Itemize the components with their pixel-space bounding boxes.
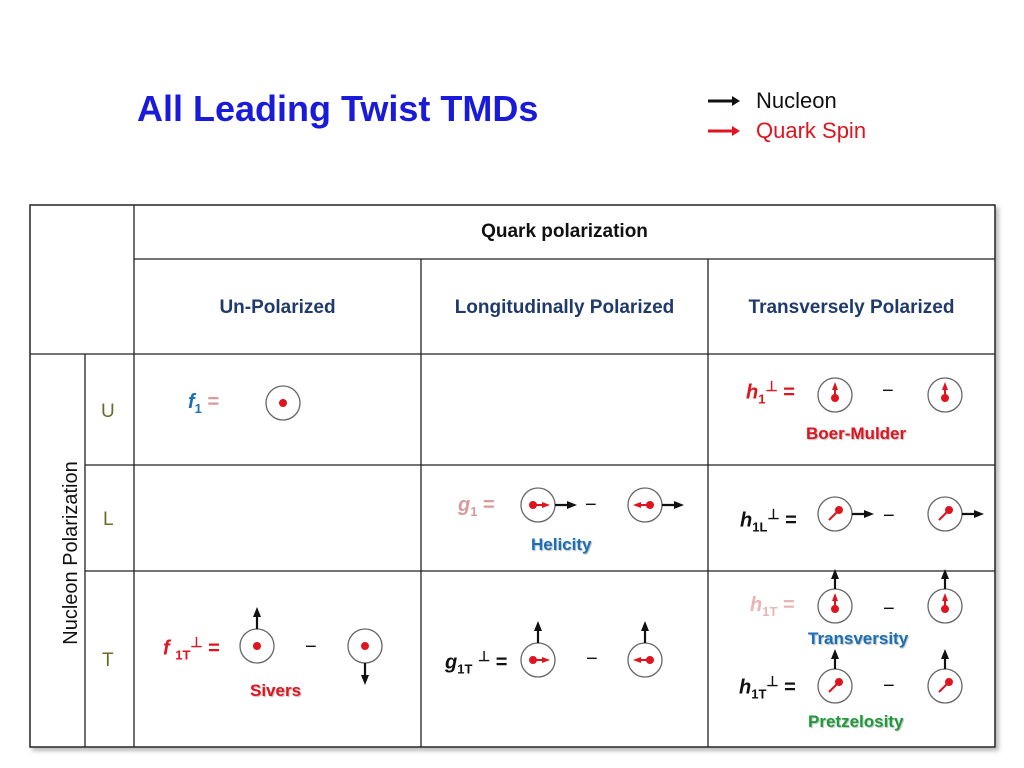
h1Lperp-formula: h1L⊥ = bbox=[740, 506, 797, 535]
quark-spin-arrow-icon bbox=[828, 681, 840, 693]
h1T-formula: h1T = bbox=[750, 594, 795, 619]
page-title: All Leading Twist TMDs bbox=[137, 88, 539, 129]
minus-sign: − bbox=[585, 494, 597, 516]
quark-dot-icon bbox=[361, 642, 369, 650]
pretzelosity-label: Pretzelosity bbox=[808, 712, 904, 731]
col-header-unpolarized: Un-Polarized bbox=[219, 297, 336, 318]
legend-quark-spin-label: Quark Spin bbox=[756, 118, 867, 143]
minus-sign: − bbox=[883, 598, 895, 620]
f1-formula: f1 = bbox=[188, 391, 220, 416]
legend-nucleon-label: Nucleon bbox=[756, 88, 837, 113]
black-arrow-icon bbox=[708, 96, 740, 106]
quark-dot-icon bbox=[279, 399, 287, 407]
h1Tperp-formula: h1T⊥ = bbox=[739, 673, 796, 702]
red-arrow-icon bbox=[708, 126, 740, 136]
legend: Nucleon Quark Spin bbox=[706, 86, 866, 146]
transversity-label: Transversity bbox=[808, 629, 909, 648]
minus-sign: − bbox=[882, 380, 894, 402]
quark-spin-arrow-icon bbox=[938, 509, 950, 521]
g1Tperp-formula: g1T ⊥ = bbox=[445, 648, 508, 677]
boer-mulder-label: Boer-Mulder bbox=[806, 424, 907, 443]
minus-sign: − bbox=[883, 505, 895, 527]
row-label-l: L bbox=[103, 509, 114, 530]
g1-formula: g1 = bbox=[458, 494, 495, 519]
minus-sign: − bbox=[883, 675, 895, 697]
minus-sign: − bbox=[305, 636, 317, 658]
row-label-t: T bbox=[102, 650, 114, 671]
row-label-u: U bbox=[101, 401, 115, 422]
minus-sign: − bbox=[586, 648, 598, 670]
legend-nucleon: Nucleon bbox=[706, 86, 866, 116]
col-header-longitudinal: Longitudinally Polarized bbox=[454, 297, 675, 318]
helicity-label: Helicity bbox=[531, 535, 592, 554]
f1Tperp-formula: f 1T⊥ = bbox=[163, 634, 220, 663]
legend-quark-spin: Quark Spin bbox=[706, 116, 866, 146]
sivers-label: Sivers bbox=[250, 681, 302, 700]
quark-dot-icon bbox=[253, 642, 261, 650]
h1perp-formula: h1⊥ = bbox=[746, 378, 795, 407]
quark-spin-arrow-icon bbox=[938, 681, 950, 693]
col-header-transverse: Transversely Polarized bbox=[748, 297, 955, 318]
quark-spin-arrow-icon bbox=[828, 509, 840, 521]
quark-polarization-header: Quark polarization bbox=[481, 221, 648, 242]
